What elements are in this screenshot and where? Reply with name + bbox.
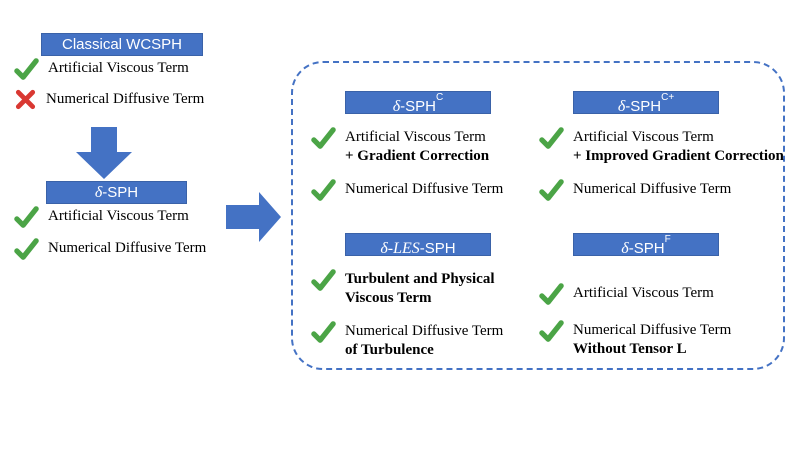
method-name-italic: δ xyxy=(392,98,401,115)
check-icon xyxy=(14,237,39,262)
feature-row: Artificial Viscous Term xyxy=(14,205,189,230)
feature-text-bold: of Turbulence xyxy=(345,342,434,358)
right-arrow-icon xyxy=(226,191,282,248)
method-name: -SPH xyxy=(419,240,456,257)
feature-text: Artificial Viscous Term xyxy=(573,285,714,301)
check-icon xyxy=(14,57,39,82)
feature-row: Numerical Diffusive Term of Turbulence xyxy=(311,320,539,360)
method-name-italic: δ-LES xyxy=(380,240,420,257)
method-group-delta-sph-c-plus: δ-SPHC+ Artificial Viscous Term + Improv… xyxy=(539,91,785,203)
feature-row: Turbulent and Physical Viscous Term xyxy=(311,268,539,308)
method-title-box: δ-SPHC+ xyxy=(573,91,719,115)
delta-sph-header: δ-SPH xyxy=(46,181,187,204)
feature-text: Numerical Diffusive Term xyxy=(573,322,732,338)
method-name: -SPH xyxy=(400,98,437,115)
method-title-box: δ-SPHF xyxy=(573,233,719,257)
feature-text: Numerical Diffusive Term xyxy=(573,181,732,197)
method-name: -SPH xyxy=(628,240,665,257)
classical-wcsph-header: Classical WCSPH xyxy=(41,33,203,56)
check-icon xyxy=(311,178,336,203)
feature-text-bold: + Improved Gradient Correction xyxy=(573,148,784,164)
feature-text: Artificial Viscous Term xyxy=(573,129,714,145)
method-name: -SPH xyxy=(625,98,662,115)
method-title-box: δ-LES-SPH xyxy=(345,233,491,257)
check-icon xyxy=(311,126,336,151)
feature-text: Numerical Diffusive Term xyxy=(48,240,207,256)
method-name-superscript: C xyxy=(436,92,444,103)
check-icon xyxy=(539,178,564,203)
feature-text-bold: + Gradient Correction xyxy=(345,148,490,164)
feature-text-bold: Turbulent and Physical xyxy=(345,271,495,287)
feature-text: Artificial Viscous Term xyxy=(48,208,189,224)
check-icon xyxy=(311,320,336,345)
method-group-delta-les-sph: δ-LES-SPH Turbulent and Physical Viscous… xyxy=(311,233,539,360)
feature-row: Artificial Viscous Term + Gradient Corre… xyxy=(311,126,539,166)
feature-row: Artificial Viscous Term + Improved Gradi… xyxy=(539,126,785,166)
feature-row: Numerical Diffusive Term Without Tensor … xyxy=(539,319,779,359)
check-icon xyxy=(539,126,564,151)
check-icon xyxy=(311,268,336,293)
variants-panel: δ-SPHC Artificial Viscous Term + Gradien… xyxy=(291,61,785,370)
check-icon xyxy=(14,205,39,230)
method-name-superscript: C+ xyxy=(661,92,675,103)
feature-text-bold: Without Tensor L xyxy=(573,341,687,357)
classical-wcsph-title: Classical WCSPH xyxy=(61,36,182,53)
method-group-delta-sph-f: δ-SPHF Artificial Viscous Term Numerical… xyxy=(539,233,779,359)
down-arrow-icon xyxy=(75,127,133,184)
method-name-italic: δ xyxy=(617,98,626,115)
feature-text: Artificial Viscous Term xyxy=(345,129,486,145)
method-group-delta-sph-c: δ-SPHC Artificial Viscous Term + Gradien… xyxy=(311,91,539,203)
method-title-box: δ-SPHC xyxy=(345,91,491,115)
feature-row: Numerical Diffusive Term xyxy=(14,88,204,111)
method-name: -SPH xyxy=(102,184,139,201)
method-name-superscript: F xyxy=(664,234,671,245)
feature-text: Numerical Diffusive Term xyxy=(345,323,504,339)
feature-row: Artificial Viscous Term xyxy=(14,57,189,82)
feature-text: Numerical Diffusive Term xyxy=(46,91,205,107)
method-name-italic: δ xyxy=(94,184,103,201)
feature-row: Numerical Diffusive Term xyxy=(539,178,785,203)
cross-icon xyxy=(14,88,37,111)
feature-row: Artificial Viscous Term xyxy=(539,282,779,307)
feature-row: Numerical Diffusive Term xyxy=(14,237,206,262)
feature-row: Numerical Diffusive Term xyxy=(311,178,539,203)
feature-text: Artificial Viscous Term xyxy=(48,60,189,76)
feature-text-bold: Viscous Term xyxy=(345,290,432,306)
method-name-italic: δ xyxy=(621,240,629,257)
feature-text: Numerical Diffusive Term xyxy=(345,181,504,197)
check-icon xyxy=(539,282,564,307)
check-icon xyxy=(539,319,564,344)
